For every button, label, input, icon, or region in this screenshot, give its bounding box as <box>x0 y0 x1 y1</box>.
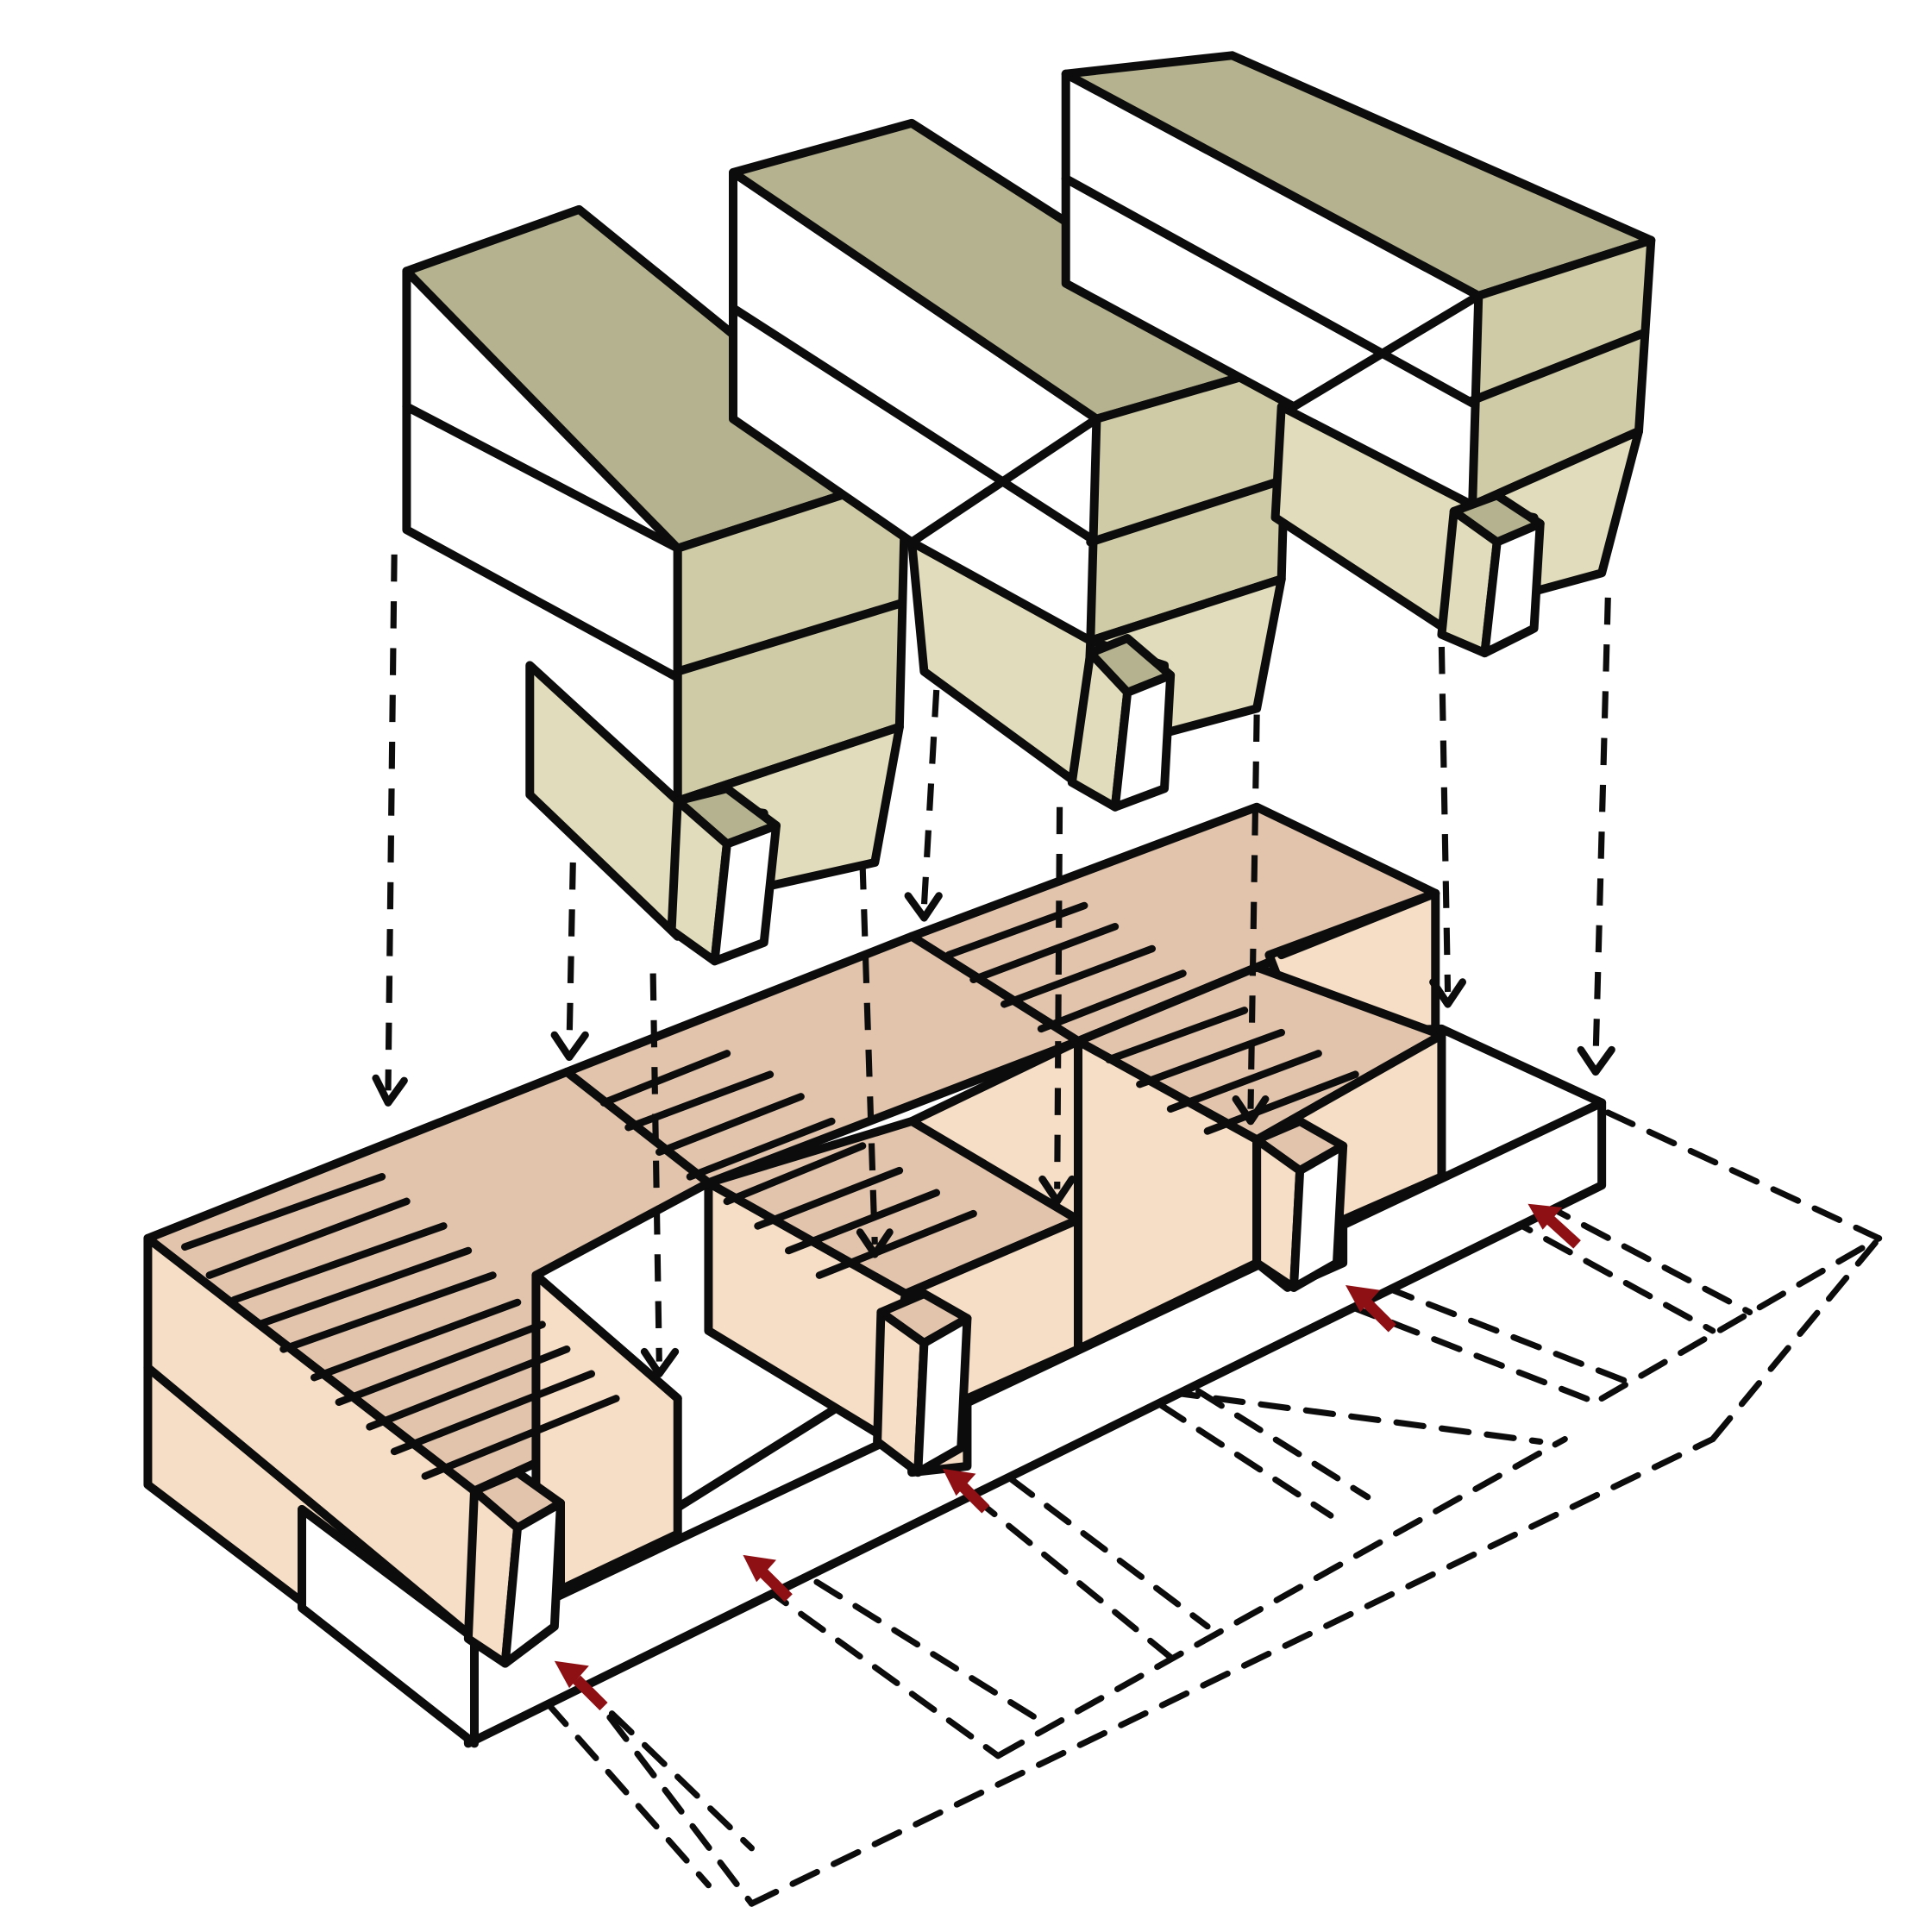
podium-entry-box-1 <box>463 1468 565 1668</box>
projection-drop-arrows <box>372 554 1615 1378</box>
podium-entry-box-2 <box>873 1289 972 1477</box>
dashed-down-arrow-icon <box>1429 646 1466 1008</box>
upper-tower-3 <box>1061 51 1656 658</box>
dashed-down-arrow-icon <box>640 973 680 1378</box>
red-entry-arrow-icon <box>1346 1285 1396 1333</box>
red-entry-arrow-icon <box>554 1660 608 1711</box>
red-entry-arrow-icon <box>1527 1203 1581 1249</box>
dashed-down-arrow-icon <box>550 862 589 1061</box>
podium-block <box>143 802 1607 1748</box>
podium-entry-box-3 <box>1252 1117 1348 1292</box>
dashed-down-arrow-icon <box>1577 597 1615 1076</box>
tower-2-stair-core <box>1067 634 1176 812</box>
dashed-down-arrow-icon <box>372 554 408 1107</box>
dashed-down-arrow-icon <box>856 862 894 1258</box>
dashed-down-arrow-icon <box>1232 714 1270 1126</box>
dashed-down-arrow-icon <box>904 689 943 922</box>
entry-arrows <box>554 1203 1581 1711</box>
dashed-down-arrow-icon <box>1038 806 1076 1206</box>
red-entry-arrow-icon <box>743 1554 793 1603</box>
upper-tower-2 <box>729 118 1292 812</box>
red-entry-arrow-icon <box>942 1468 990 1514</box>
tower-1-stair-core <box>667 784 781 966</box>
upper-tower-1 <box>402 204 910 966</box>
roof-terrace-hatching <box>181 901 1359 1480</box>
tower-3-stair-core <box>1437 491 1545 658</box>
